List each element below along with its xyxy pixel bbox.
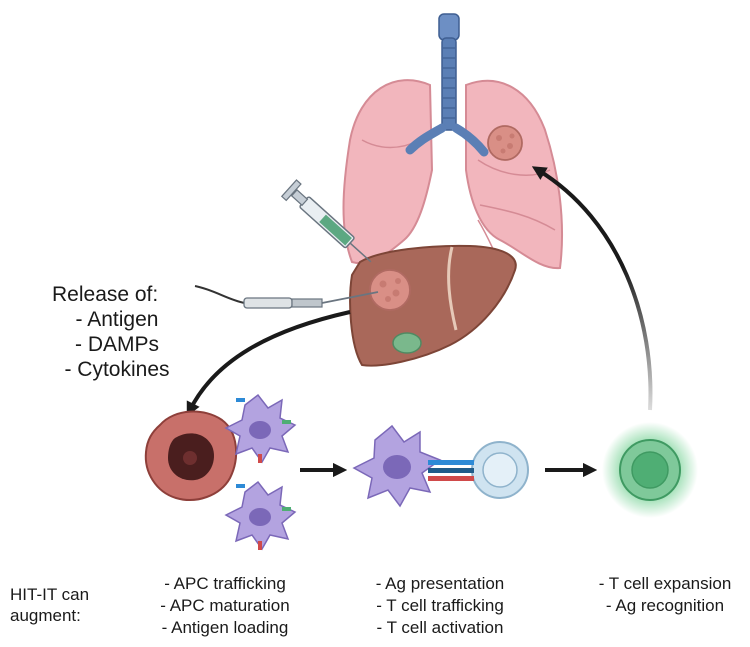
gallbladder: [392, 332, 422, 354]
left-lung: [342, 79, 434, 265]
liver-tumor: [369, 269, 411, 311]
ablation-probe-icon: [194, 285, 379, 309]
dying-tumor-cell: [144, 410, 238, 501]
release-heading: Release of:: [52, 283, 159, 306]
column-presentation: - Ag presentation - T cell trafficking -…: [345, 573, 535, 639]
column-item: - Ag presentation: [375, 574, 505, 593]
activated-tcell: [602, 422, 698, 518]
lung-tumor: [487, 125, 523, 161]
column-expansion: - T cell expansion - Ag recognition: [580, 573, 750, 617]
column-item: - T cell expansion: [598, 574, 732, 593]
apc-cell-lower: [224, 480, 297, 551]
syringe-icon: [280, 179, 372, 263]
apc-cell-upper: [224, 393, 297, 464]
apc-tcell-synapse: [352, 424, 529, 508]
column-item: - APC maturation: [160, 596, 290, 615]
lungs: [342, 79, 564, 270]
augment-label: HIT-IT can augment:: [10, 585, 90, 625]
release-list: - Antigen - DAMPs - Cytokines: [52, 307, 182, 382]
column-apc: - APC trafficking - APC maturation - Ant…: [130, 573, 320, 639]
column-item: - Ag recognition: [605, 596, 725, 615]
arrow-tcell-to-lung: [531, 166, 653, 411]
trachea: [405, 13, 489, 157]
column-item: - T cell trafficking: [376, 596, 504, 615]
column-item: - Antigen loading: [161, 618, 289, 637]
arrow-liver-to-apc: [186, 310, 351, 417]
release-text-block: Release of: - Antigen - DAMPs - Cytokine…: [52, 283, 182, 382]
release-item: - DAMPs: [75, 333, 159, 356]
column-item: - T cell activation: [376, 618, 504, 637]
column-item: - APC trafficking: [164, 574, 286, 593]
release-item: - Cytokines: [64, 358, 170, 381]
release-item: - Antigen: [75, 308, 159, 331]
liver: [349, 244, 517, 367]
